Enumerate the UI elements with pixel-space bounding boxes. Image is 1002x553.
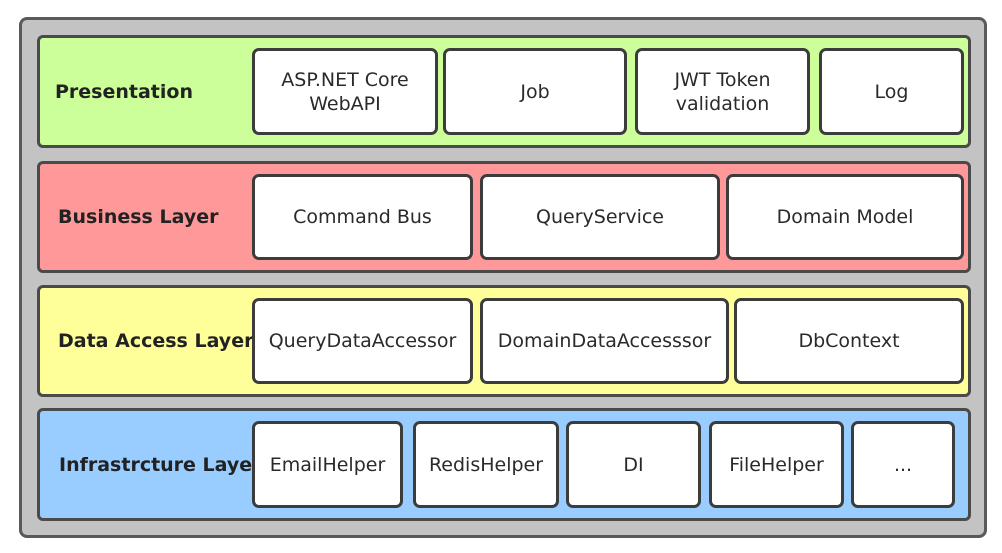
component-box: EmailHelper [252,421,403,508]
presentation-layer: Presentation ASP.NET Core WebAPI Job JWT… [37,35,971,148]
business-layer: Business Layer Command Bus QueryService … [37,161,971,273]
infrastructure-layer: Infrastrcture Layer EmailHelper RedisHel… [37,408,971,521]
layer-title: Presentation [55,80,193,103]
data-access-layer: Data Access Layer QueryDataAccessor Doma… [37,285,971,397]
component-box: QueryDataAccessor [252,298,473,384]
component-box: DomainDataAccesssor [480,298,729,384]
component-box: QueryService [480,174,720,260]
component-box: DI [566,421,701,508]
component-box: RedisHelper [413,421,559,508]
component-box: Job [443,48,627,135]
layer-title: Data Access Layer [58,330,254,352]
component-box: ... [851,421,955,508]
component-box: ASP.NET Core WebAPI [252,48,438,135]
component-box: Command Bus [252,174,473,260]
component-box: Domain Model [726,174,964,260]
component-box: DbContext [734,298,964,384]
component-box: JWT Token validation [635,48,810,135]
component-box: Log [819,48,964,135]
layer-title: Infrastrcture Layer [59,453,262,476]
component-box: FileHelper [709,421,844,508]
layer-title: Business Layer [58,206,219,228]
